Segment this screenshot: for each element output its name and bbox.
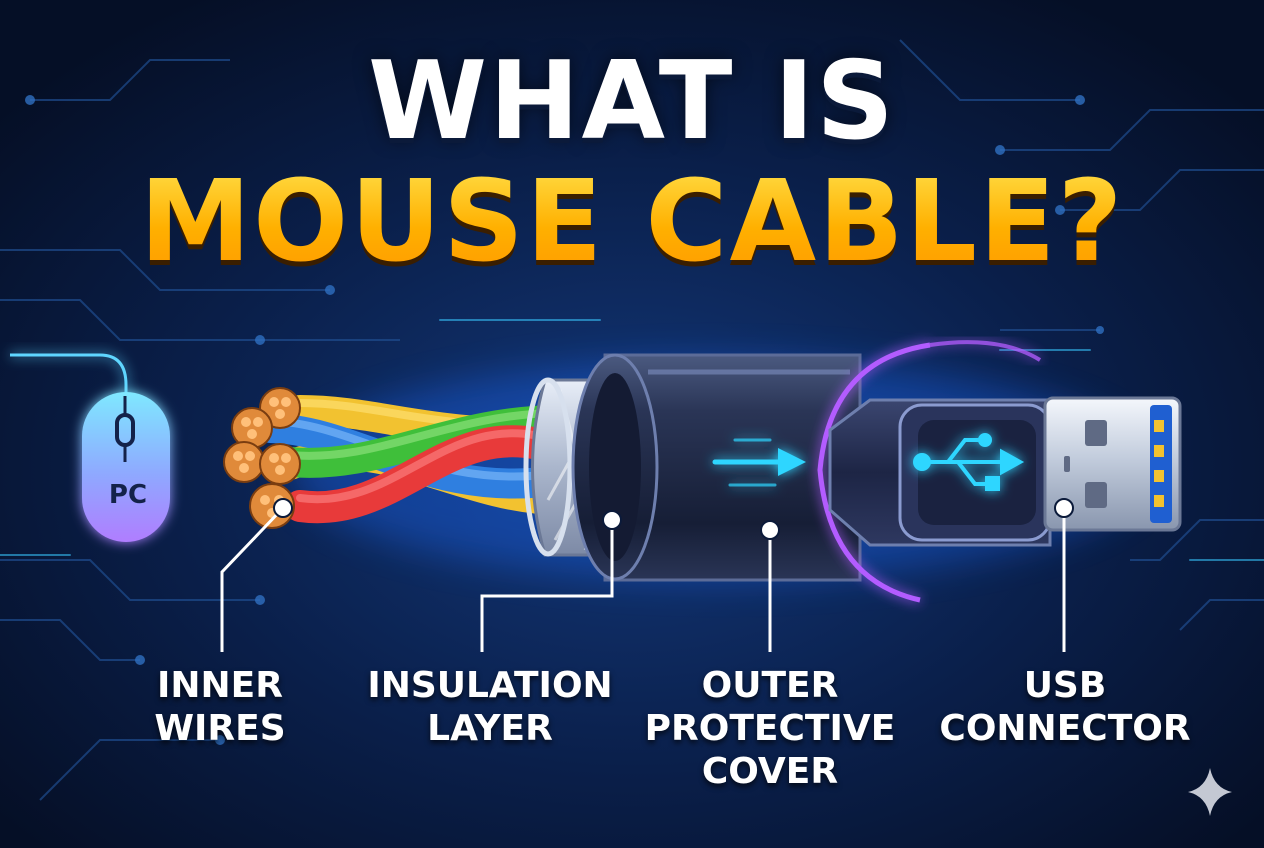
inner-wires (255, 395, 576, 524)
label-usb-connector: USB CONNECTOR (920, 664, 1210, 750)
arrow-right-icon (712, 438, 806, 487)
title-line-2: MOUSE CABLE? (0, 160, 1264, 284)
usb-plug (1043, 396, 1182, 532)
label-line: CONNECTOR (939, 708, 1191, 749)
label-inner-wires: INNER WIRES (120, 664, 320, 750)
label-outer-protective-cover: OUTER PROTECTIVE COVER (630, 664, 910, 793)
usb-connector-housing (828, 398, 1052, 547)
label-line: OUTER (701, 665, 839, 706)
outer-protective-cover (571, 353, 862, 582)
circuit-traces (0, 39, 1264, 801)
callout-lines (220, 506, 1066, 652)
label-line: USB (1023, 665, 1107, 706)
pc-label: PC (108, 480, 148, 510)
label-line: COVER (701, 751, 839, 792)
circuit-nodes (25, 95, 1104, 745)
label-line: PROTECTIVE (644, 708, 896, 749)
callout-dots (273, 498, 1074, 540)
purple-glow-arc (817, 342, 931, 603)
sparkle-icon (1188, 768, 1232, 816)
mouse-icon (10, 353, 170, 542)
label-line: INSULATION (367, 665, 613, 706)
label-line: LAYER (427, 708, 553, 749)
copper-tips (223, 387, 301, 529)
label-line: WIRES (154, 708, 286, 749)
usb-symbol-icon (913, 433, 1025, 491)
label-line: INNER (157, 665, 283, 706)
title-line-1: WHAT IS (368, 39, 896, 164)
label-insulation-layer: INSULATION LAYER (345, 664, 635, 750)
